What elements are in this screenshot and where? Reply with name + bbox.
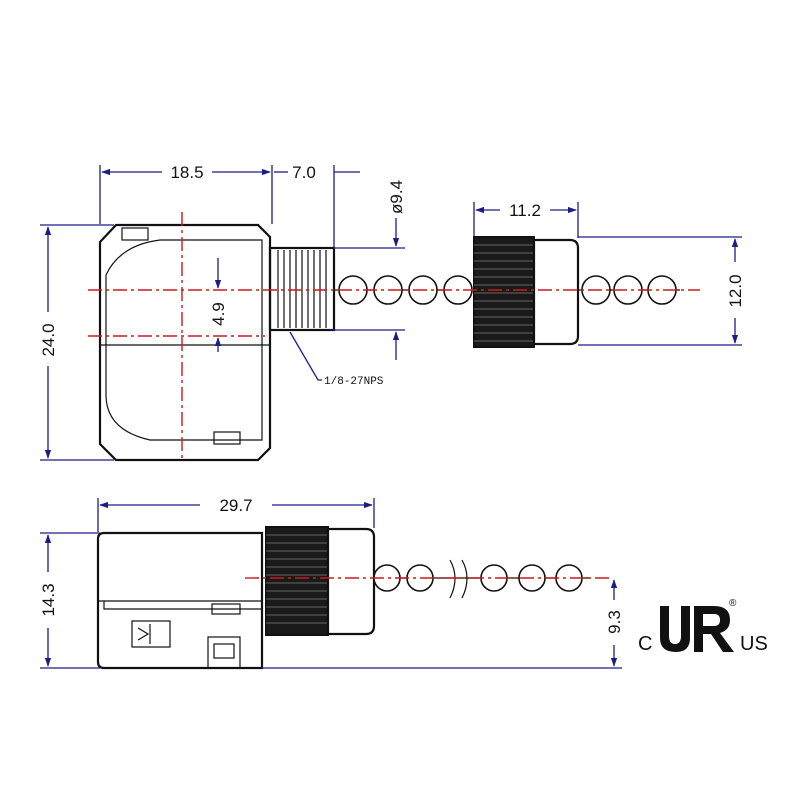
dimension-thread-diameter: ø9.4	[330, 180, 406, 360]
bead-chain-top-left	[334, 275, 475, 305]
side-terminal-inner	[213, 643, 235, 659]
dimension-knob-length: 11.2	[473, 201, 579, 238]
side-view: 29.7 14.3 9.3	[39, 496, 624, 670]
knob-knurl-lines	[474, 244, 534, 342]
axis-height-label: 9.3	[605, 610, 624, 634]
side-body-slot	[211, 603, 241, 615]
chain-break-mark	[449, 559, 468, 599]
dimension-height-side: 14.3	[39, 532, 100, 669]
side-body-lower-inset	[103, 601, 262, 610]
thread-length-label: 7.0	[292, 163, 316, 182]
thread-lines	[277, 250, 327, 328]
dimension-length-side: 29.7	[97, 496, 375, 532]
width-label: 18.5	[170, 163, 203, 182]
side-body-outline	[96, 531, 264, 670]
cert-registered-symbol: ®	[729, 598, 737, 609]
dimension-width: 18.5	[99, 163, 273, 224]
knob-length-label: 11.2	[509, 201, 541, 220]
thread-spec-leader: 1/8-27NPS	[289, 331, 384, 388]
thread-dia-label: ø9.4	[387, 180, 406, 214]
switch-body-outline	[98, 223, 272, 462]
side-knob-knurled	[265, 526, 329, 636]
cert-us-letters: US	[740, 633, 768, 655]
dimension-knob-diameter: 12.0	[578, 236, 745, 346]
side-terminal-left	[131, 620, 171, 648]
knob-knurled	[473, 236, 535, 348]
side-terminal-mark	[137, 627, 150, 641]
knob-cap	[532, 238, 580, 346]
bead-chain-side	[373, 559, 590, 599]
height-label: 24.0	[39, 323, 58, 356]
body-bottom-notch	[213, 431, 241, 445]
cert-c-letter: C	[638, 633, 652, 655]
body-top-notch	[121, 227, 149, 241]
thread-spec-label: 1/8-27NPS	[324, 376, 384, 388]
side-knob-knurl-lines	[266, 534, 328, 624]
dimension-offset: 4.9	[209, 258, 228, 352]
side-knob-cap	[326, 527, 376, 636]
side-length-label: 29.7	[219, 496, 252, 515]
dimension-axis-height: 9.3	[262, 579, 624, 669]
knob-dia-label: 12.0	[726, 274, 745, 307]
dimension-thread-length: 7.0	[274, 163, 360, 248]
ur-logo	[660, 606, 734, 652]
side-terminal-right	[207, 636, 241, 669]
offset-label: 4.9	[209, 302, 228, 326]
dimension-height: 24.0	[39, 224, 114, 461]
body-rounded-face	[105, 239, 263, 441]
side-height-label: 14.3	[39, 583, 58, 616]
threaded-bushing	[268, 246, 336, 332]
ur-certification-mark: C ® US	[638, 598, 768, 655]
top-view: 18.5 7.0 ø9.4 24.0 4.	[39, 163, 745, 462]
